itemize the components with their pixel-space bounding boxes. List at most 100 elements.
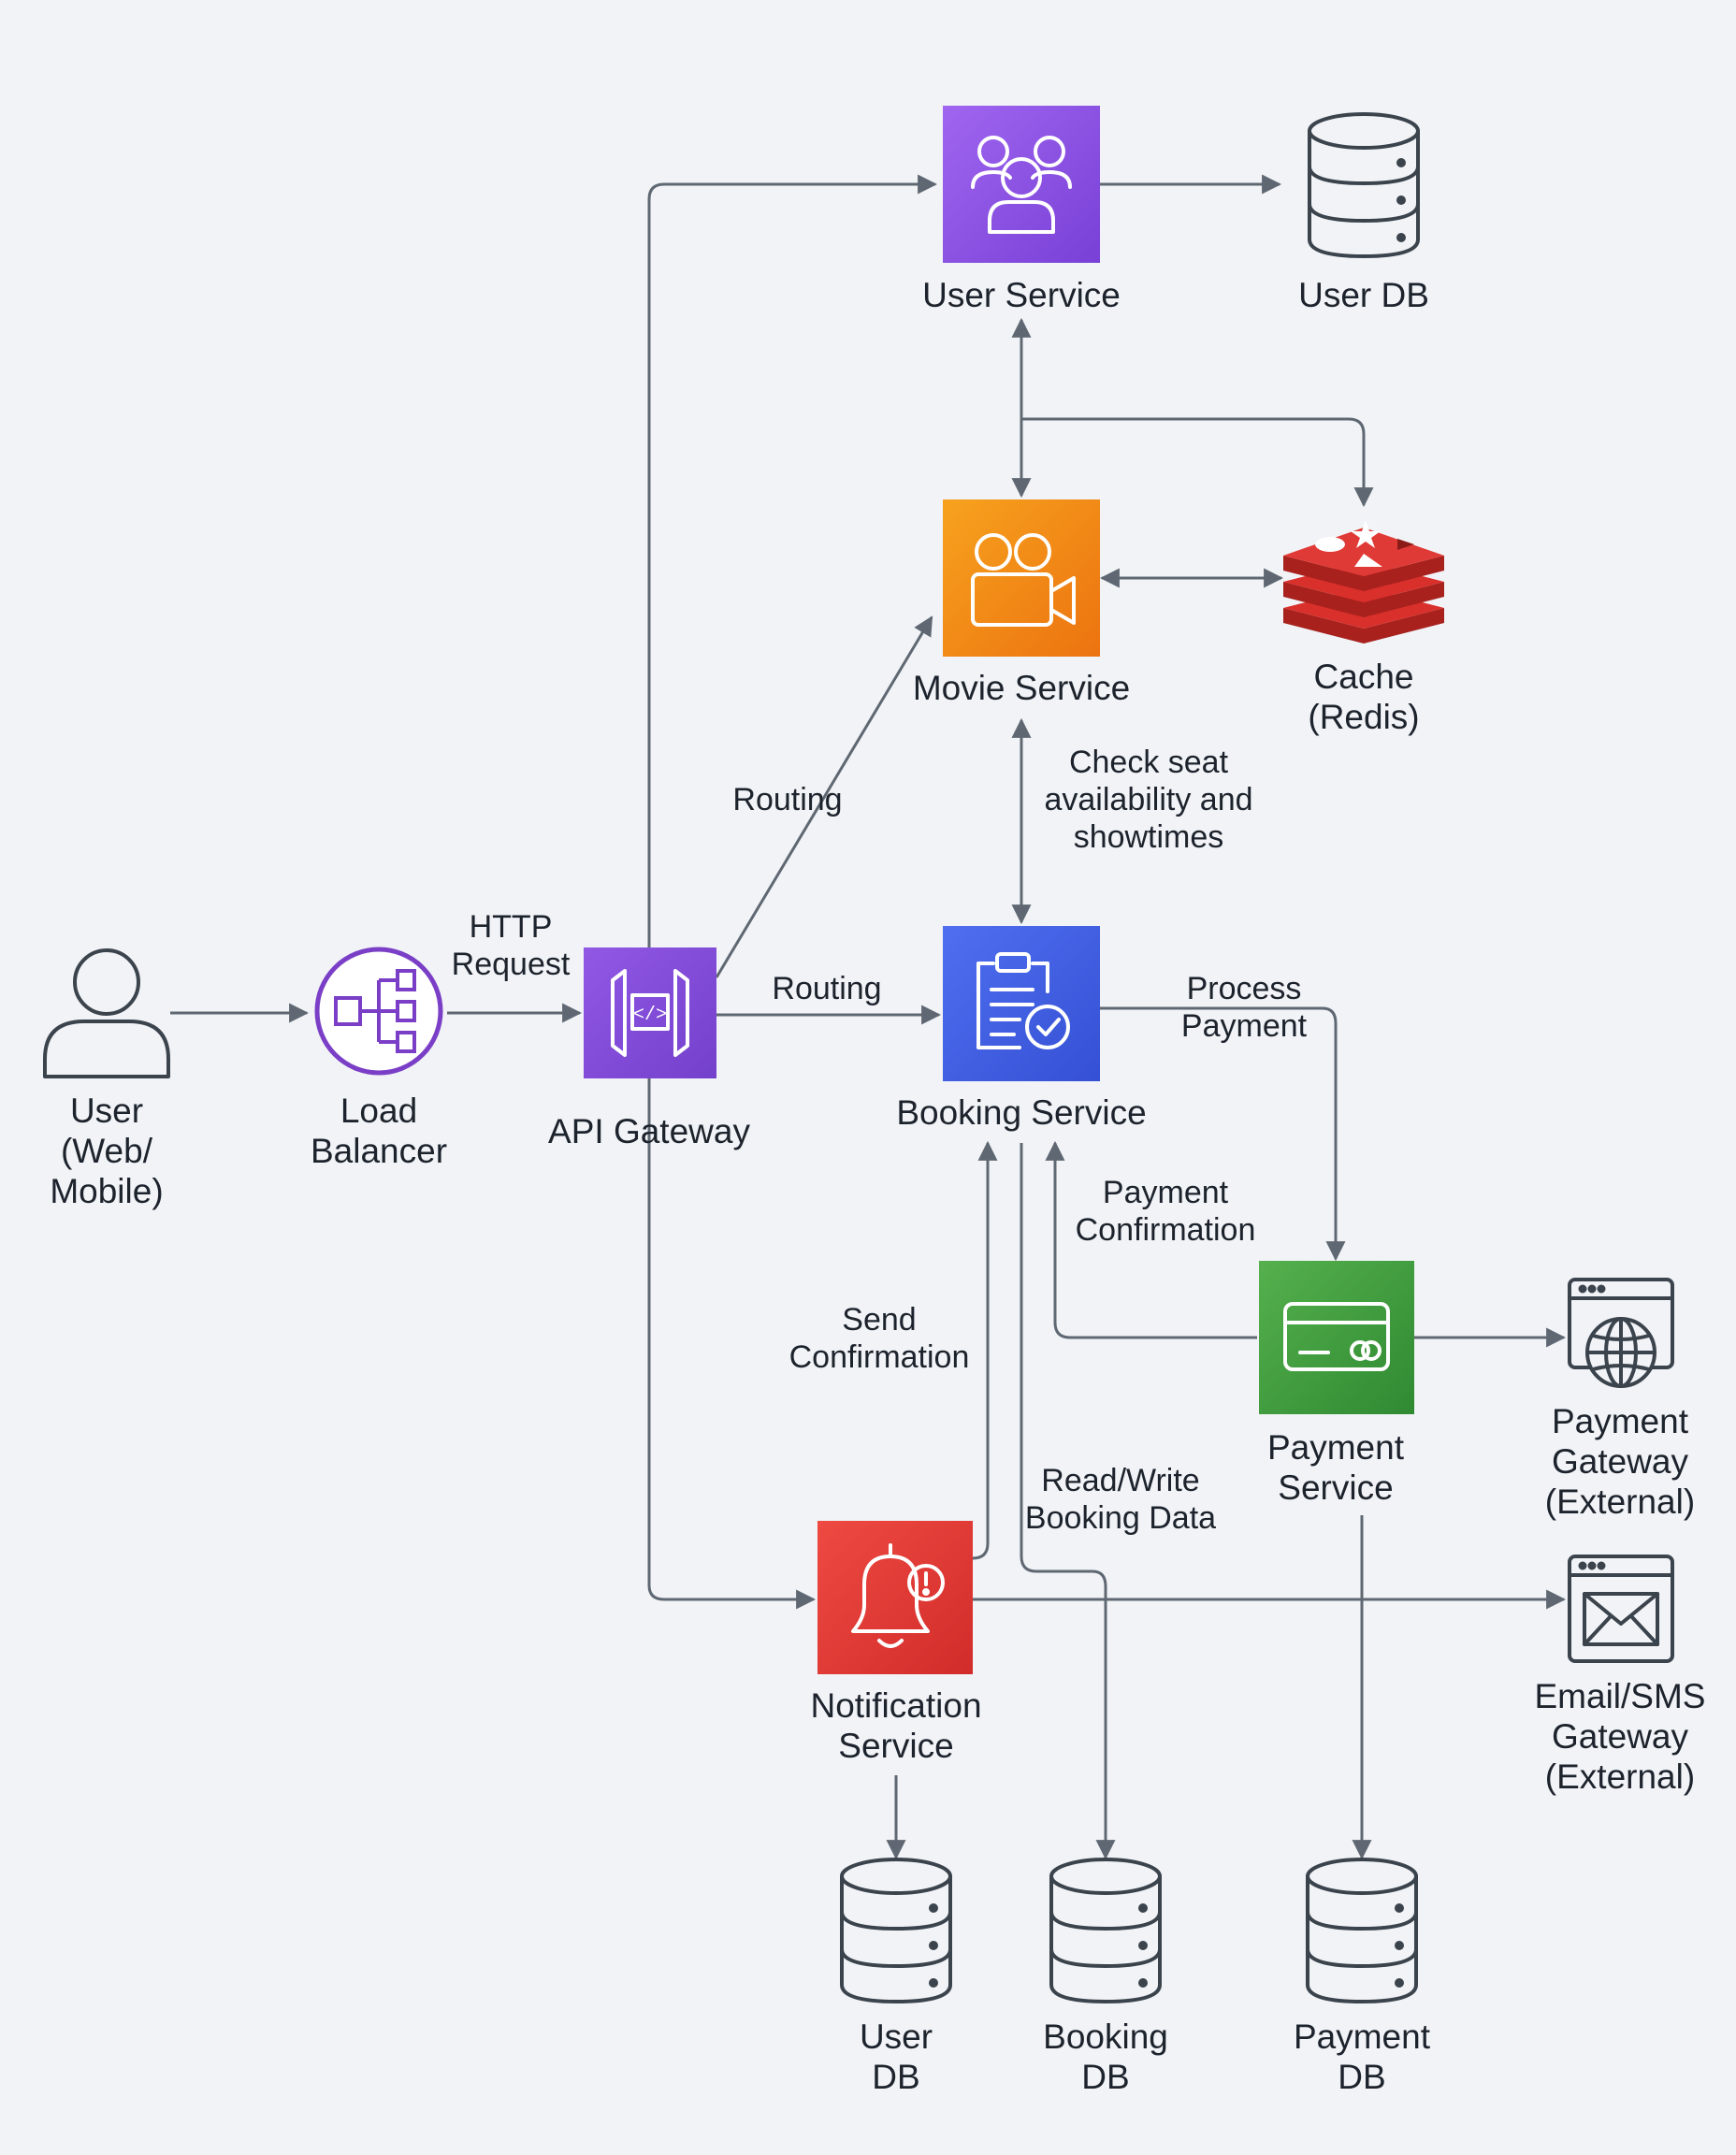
label-line: DB [872,2058,919,2096]
label-line: Service [1278,1468,1393,1507]
node-user-service[interactable]: User Service [922,106,1121,314]
edge-api-to-movie-service [715,615,933,978]
label-line: API Gateway [548,1112,750,1150]
api-gateway-label: API Gateway [548,1112,750,1150]
globe-browser-icon [1568,1278,1674,1388]
label-line: User Service [922,276,1121,314]
label-line: showtimes [1074,819,1224,855]
label-line: Notification [810,1686,981,1725]
node-booking-service[interactable]: Booking Service [896,926,1147,1132]
movie-camera-icon [971,533,1076,627]
edge-api-to-notification [647,1078,817,1610]
label-line: Gateway [1552,1442,1689,1481]
label-line: Load [340,1092,417,1130]
label-line: HTTP [470,909,553,945]
label-line: (Web/ [61,1132,153,1170]
label-line: (External) [1545,1757,1695,1796]
label-line: Mobile) [50,1172,163,1210]
label-line: Payment [1267,1428,1405,1467]
redis-icon [1283,520,1444,644]
label-line: Routing [732,782,842,817]
label-line: Routing [772,971,881,1006]
label-line: Process [1187,971,1302,1006]
label-line: Payment [1294,2018,1431,2056]
edge-api-to-user-service [647,174,938,947]
label-line: availability and [1044,782,1252,817]
label-line: Booking [1043,2018,1168,2056]
label-line: Gateway [1552,1717,1689,1756]
database-icon [840,1858,952,2003]
label-line: Cache [1314,658,1414,696]
node-api-gateway[interactable]: </> API Gateway [548,947,750,1150]
node-movie-service[interactable]: Movie Service [913,499,1130,707]
label-line: Payment [1181,1008,1308,1044]
users-group-icon [971,136,1072,234]
movie-service-label: Movie Service [913,669,1130,707]
label-line: DB [1338,2058,1385,2096]
credit-card-icon [1283,1302,1390,1371]
label-line: DB [1081,2058,1129,2096]
label-line: Check seat [1069,745,1229,780]
bell-alert-icon [851,1543,945,1648]
api-gateway-icon: </> [611,969,689,1057]
svg-text:</>: </> [633,1005,667,1026]
user-service-tile [943,106,1100,263]
label-line: Balancer [311,1132,447,1170]
edge-user-service-to-cache [1021,417,1374,508]
edges [170,174,1567,1860]
label-line: User [860,2018,933,2056]
label-line: (External) [1545,1482,1695,1521]
booking-service-label: Booking Service [896,1093,1146,1132]
envelope-browser-icon [1568,1555,1674,1663]
user-person-icon [43,948,170,1078]
edge-notification-to-booking [972,1140,998,1560]
cache-label: Cache(Redis) [1308,658,1419,736]
user-client-label: User(Web/Mobile) [50,1092,163,1210]
label-line: Movie Service [913,669,1130,707]
edge-booking-to-payment-process [1100,1006,1346,1262]
label-line: User DB [1298,276,1429,314]
clipboard-check-icon [976,952,1070,1049]
edge-booking-to-booking-db [1020,1143,1116,1860]
label-line: Confirmation [1076,1212,1256,1248]
payment-service-tile [1259,1261,1414,1414]
movie-service-tile [943,499,1100,657]
label-routing-movie: Routing [732,782,842,817]
label-line: Service [838,1727,953,1765]
label-line: Booking Data [1025,1500,1216,1536]
label-line: Confirmation [789,1339,970,1375]
load-balancer-icon [314,947,443,1076]
node-user-db-top[interactable]: User DB [1298,112,1429,314]
database-icon [1306,1858,1418,2003]
user-db-top-label: User DB [1298,276,1429,314]
notification-service-tile [817,1521,973,1674]
node-cache[interactable]: Cache(Redis) [1283,520,1444,736]
label-line: Booking Service [896,1093,1146,1132]
node-user-client[interactable]: User(Web/Mobile) [43,948,170,1210]
edge-payment-to-booking-confirmation [1045,1140,1257,1339]
